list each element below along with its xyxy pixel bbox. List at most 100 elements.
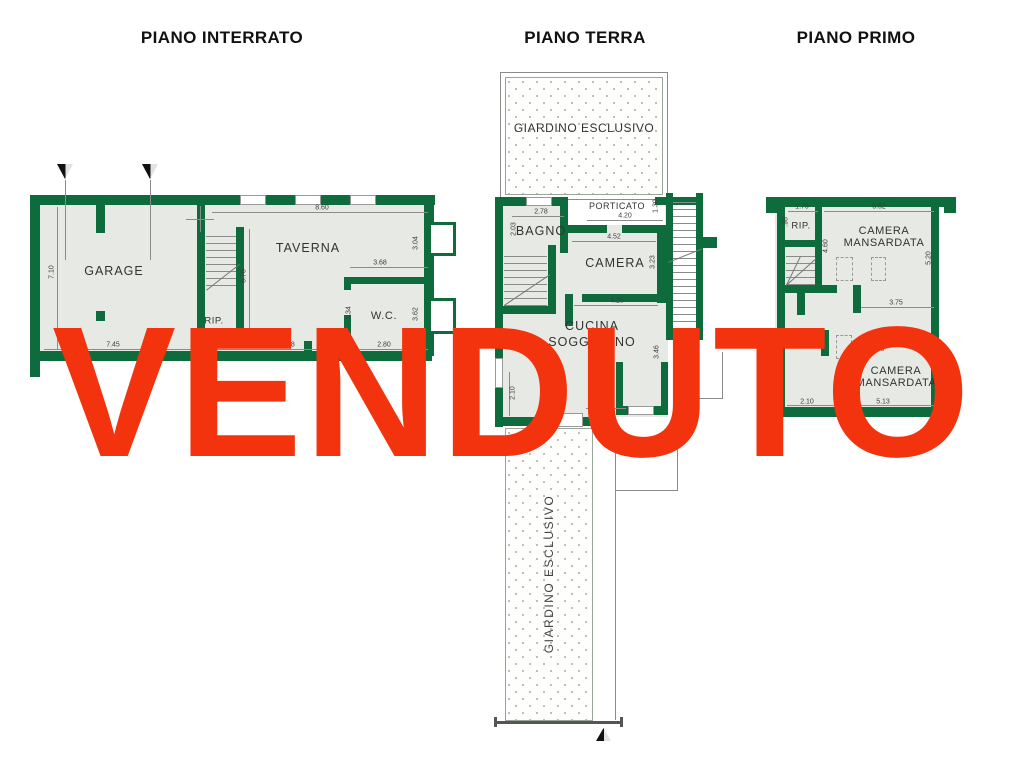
wall-segment xyxy=(785,240,821,247)
room-label-camera: CAMERA xyxy=(585,256,645,270)
garden-border xyxy=(667,72,668,200)
dim-label: 3.75 xyxy=(889,299,903,307)
room-label-camera-mansardata: CAMERA xyxy=(858,225,910,237)
room-label-wc: W.C. xyxy=(370,310,398,322)
dim-label: 4.25 xyxy=(610,297,624,305)
porticato-line xyxy=(565,199,665,200)
dim-line xyxy=(861,307,934,308)
dim-label: 6.76 xyxy=(240,269,248,283)
entrance-marker-icon xyxy=(596,728,611,741)
wall-segment xyxy=(503,306,556,314)
wall-segment xyxy=(766,197,956,207)
garden-edge-cap xyxy=(494,717,497,727)
venduto-stamp: VENDUTO xyxy=(51,289,973,496)
window xyxy=(628,406,654,415)
wall-segment xyxy=(495,197,503,427)
dim-line xyxy=(788,211,818,212)
wall-segment xyxy=(197,205,205,337)
room-label-rip: RIP. xyxy=(204,315,224,327)
window xyxy=(295,195,321,205)
wall-segment xyxy=(696,193,703,340)
window-bay xyxy=(428,222,456,256)
room-label-bagno: BAGNO xyxy=(515,224,567,238)
wall-segment xyxy=(657,225,666,303)
wall-segment xyxy=(944,197,956,213)
garden-border xyxy=(500,72,668,73)
dim-line xyxy=(249,229,250,335)
wall-segment xyxy=(344,277,432,284)
dim-line xyxy=(44,349,428,350)
skylight xyxy=(836,257,853,281)
dim-label: 3.23 xyxy=(649,255,657,269)
dim-label: 5.52 xyxy=(872,203,886,211)
garden-top xyxy=(505,77,663,195)
dim-label: 5.18 xyxy=(281,341,295,349)
wall-segment xyxy=(666,193,673,340)
wall-segment xyxy=(583,417,616,426)
boundary-line xyxy=(677,398,723,399)
dim-label: 1.30 xyxy=(652,199,660,213)
room-label-rip: RIP. xyxy=(791,220,811,232)
wall-segment xyxy=(622,225,665,233)
garden-label: GIARDINO ESCLUSIVO xyxy=(513,121,655,135)
boundary-line xyxy=(616,490,678,491)
window-bay xyxy=(428,298,456,334)
dim-line xyxy=(212,212,428,213)
dim-label: 8.60 xyxy=(315,204,329,212)
dim-line xyxy=(586,408,626,409)
wall-segment xyxy=(777,407,939,417)
room-label-camera-mansardata: CAMERA xyxy=(870,365,922,377)
room-label-camera-mansardata: MANSARDATA xyxy=(855,377,937,389)
window xyxy=(495,358,503,388)
wall-segment xyxy=(815,207,822,292)
wall-segment xyxy=(821,330,829,356)
dim-label: 5.13 xyxy=(876,398,890,406)
dim-line xyxy=(574,305,658,306)
wall-segment xyxy=(797,293,805,315)
dim-label: 1.70 xyxy=(795,203,809,211)
wall-segment xyxy=(582,294,663,302)
wall-segment xyxy=(495,417,555,426)
section-line xyxy=(65,180,66,260)
dim-label: 2.78 xyxy=(534,208,548,216)
dim-line xyxy=(824,211,934,212)
garden-bottom-edge xyxy=(496,721,622,724)
wall-segment xyxy=(565,294,573,326)
staircase xyxy=(504,250,547,306)
room-label-porticato: PORTICATO xyxy=(588,201,646,211)
dim-line xyxy=(572,241,656,242)
section-line xyxy=(150,180,151,260)
room-label-taverna: TAVERNA xyxy=(275,241,341,255)
garden-edge-cap xyxy=(620,717,623,727)
pillar xyxy=(96,311,105,321)
dim-label: 4.60 xyxy=(822,239,830,253)
dim-label: 5.20 xyxy=(925,251,933,265)
room-label-cucina: CUCINA xyxy=(565,319,619,333)
room-label-garage: GARAGE xyxy=(84,264,144,278)
boundary-line xyxy=(677,398,678,491)
skylight xyxy=(871,257,886,281)
room-label-soggiorno: SOGGIORNO xyxy=(548,335,636,349)
title-piano-primo: PIANO PRIMO xyxy=(796,28,916,47)
garden-border xyxy=(500,72,501,200)
wall-segment xyxy=(96,205,105,233)
dim-line xyxy=(512,216,564,217)
boundary-line xyxy=(722,352,723,399)
section-marker-icon xyxy=(142,164,158,179)
wall-segment xyxy=(30,195,435,205)
wall-segment xyxy=(785,285,837,293)
dim-label: 7.10 xyxy=(48,265,56,279)
wall-segment xyxy=(777,207,785,417)
door xyxy=(555,413,583,427)
wall-segment xyxy=(344,284,351,290)
cross-mark xyxy=(200,206,201,232)
dim-label: 3.04 xyxy=(412,236,420,250)
walkway-line xyxy=(615,428,616,720)
window xyxy=(350,195,376,205)
title-piano-terra: PIANO TERRA xyxy=(524,28,646,47)
dim-label: 2.10 xyxy=(800,398,814,406)
dim-label: 4.52 xyxy=(607,233,621,241)
wall-segment xyxy=(548,245,556,313)
title-piano-interrato: PIANO INTERRATO xyxy=(140,28,304,47)
